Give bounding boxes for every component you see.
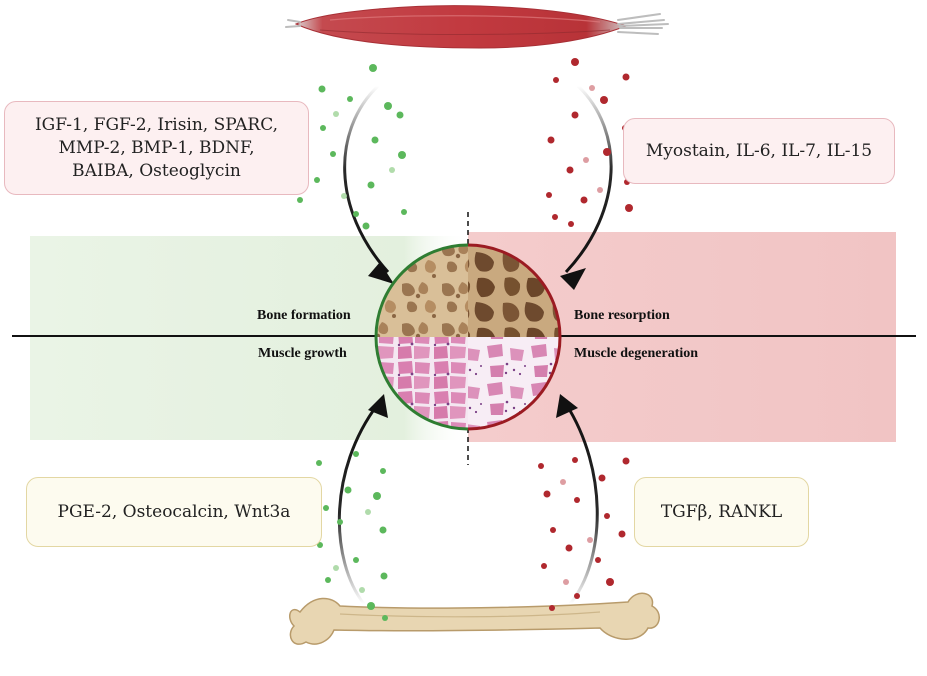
label-bone-resorption: Bone resorption [574,308,670,323]
bottom-right-factor-box: TGFβ, RANKL [634,477,809,547]
circle-border-left [374,243,469,431]
arrow-muscle-to-formation [343,84,390,274]
arrowhead-degeneration [556,394,578,418]
top-right-factor-box: Myostain, IL-6, IL-7, IL-15 [623,118,895,184]
label-muscle-degeneration: Muscle degeneration [574,346,699,361]
arrowhead-resorption [560,268,586,290]
bottom-left-factor-text: PGE-2, Osteocalcin, Wnt3a [57,501,291,522]
pale-green-molecule-dots [333,111,395,593]
muscle-icon [285,5,669,49]
top-left-factor-line-3: BAIBA, Osteoglycin [72,160,241,181]
circle-border-right [467,243,562,431]
bone-icon [289,592,660,645]
label-muscle-growth: Muscle growth [258,346,347,361]
arrow-bone-to-growth [337,403,380,605]
green-molecule-dots [297,64,407,621]
arrowhead-growth [368,394,388,418]
top-left-factor-line-1: IGF-1, FGF-2, Irisin, SPARC, [34,114,279,135]
arrowhead-formation [368,262,394,284]
arrow-bone-to-degeneration [564,403,599,605]
label-bone-formation: Bone formation [257,308,351,323]
top-left-factor-line-2: MMP-2, BMP-1, BDNF, [58,137,255,158]
pale-molecule-dots [560,85,603,585]
top-left-factor-box: IGF-1, FGF-2, Irisin, SPARC, MMP-2, BMP-… [4,101,309,195]
bottom-right-factor-text: TGFβ, RANKL [660,501,783,522]
arrow-muscle-to-resorption [564,84,613,274]
bottom-left-factor-box: PGE-2, Osteocalcin, Wnt3a [26,477,322,547]
top-right-factor-text: Myostain, IL-6, IL-7, IL-15 [645,140,873,161]
